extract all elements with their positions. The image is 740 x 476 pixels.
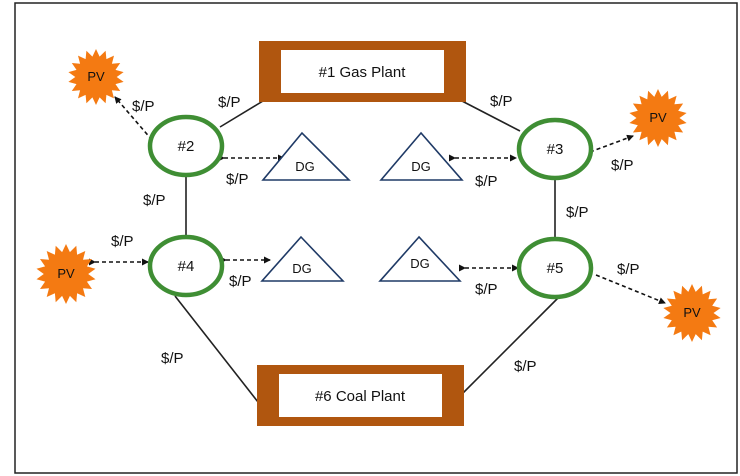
pv-unit-4-starburst-icon: [663, 284, 721, 342]
network-links: [174, 100, 561, 403]
gas-plant-label: #1 Gas Plant: [319, 64, 407, 81]
pv-unit-4: PV: [663, 284, 721, 342]
price-labels: $/P $/P $/P $/P $/P $/P $/P $/P $/P $/P …: [111, 93, 640, 375]
diagram-border: [14, 2, 738, 474]
dg-unit-2: DG: [379, 131, 464, 181]
dg-unit-3-label: DG: [292, 261, 312, 276]
pv-unit-1-starburst-icon: [68, 49, 124, 105]
link-gas-n2: [219, 100, 264, 128]
gas-plant: #1 Gas Plant: [259, 41, 466, 102]
dg-unit-2-label: DG: [411, 159, 431, 174]
price-label-pv-n3: $/P: [611, 157, 634, 174]
pv-unit-2-label: PV: [649, 110, 667, 125]
dg-unit-4-label: DG: [410, 256, 430, 271]
pv-unit-3-label: PV: [57, 266, 75, 281]
price-label-pv-n4: $/P: [111, 233, 134, 250]
pv-unit-2: PV: [629, 89, 687, 147]
price-label-n2-dg: $/P: [226, 171, 249, 188]
pv-unit-1-label: PV: [87, 69, 105, 84]
bus-node-3-label: #3: [547, 141, 564, 158]
bus-node-3: #3: [516, 117, 594, 181]
coal-plant-inner: [279, 374, 442, 417]
pv-unit-2-starburst-icon: [629, 89, 687, 147]
price-label-n3-dg: $/P: [475, 173, 498, 190]
bus-node-2-label: #2: [178, 138, 195, 155]
price-label-n5-coal: $/P: [514, 358, 537, 375]
pv-unit-4-label: PV: [683, 305, 701, 320]
price-label-n2-n4: $/P: [143, 192, 166, 209]
price-label-gas-left: $/P: [218, 94, 241, 111]
dg-unit-3: DG: [260, 235, 345, 282]
arrow-n3-pv: [589, 134, 634, 153]
trade-arrows: [89, 96, 666, 304]
bus-node-4-label: #4: [178, 258, 195, 275]
coal-plant-label: #6 Coal Plant: [315, 388, 406, 405]
bus-node-5-label: #5: [547, 260, 564, 277]
price-label-n4-dg: $/P: [229, 273, 252, 290]
dg-unit-4: DG: [378, 235, 462, 282]
coal-plant: #6 Coal Plant: [257, 365, 464, 426]
arrow-pv-n2: [114, 96, 159, 147]
bus-node-5: #5: [516, 236, 594, 300]
pv-unit-3: PV: [36, 244, 96, 304]
link-n4-coal: [174, 295, 259, 403]
link-n5-coal: [462, 295, 561, 394]
price-label-n4-coal: $/P: [161, 350, 184, 367]
dg-unit-1-label: DG: [295, 159, 315, 174]
dg-unit-1: DG: [261, 131, 351, 181]
price-label-pv-n2: $/P: [132, 98, 155, 115]
link-gas-n3: [461, 100, 521, 132]
pv-unit-1: PV: [68, 49, 124, 105]
bus-node-2: #2: [147, 114, 225, 178]
pv-unit-3-starburst-icon: [36, 244, 96, 304]
price-label-n5-dg: $/P: [475, 281, 498, 298]
price-label-pv-n5: $/P: [617, 261, 640, 278]
arrow-n5-pv: [595, 274, 666, 304]
price-label-n3-n5: $/P: [566, 204, 589, 221]
price-label-gas-right: $/P: [490, 93, 513, 110]
bus-node-4: #4: [147, 234, 225, 298]
gas-plant-inner: [281, 50, 444, 93]
